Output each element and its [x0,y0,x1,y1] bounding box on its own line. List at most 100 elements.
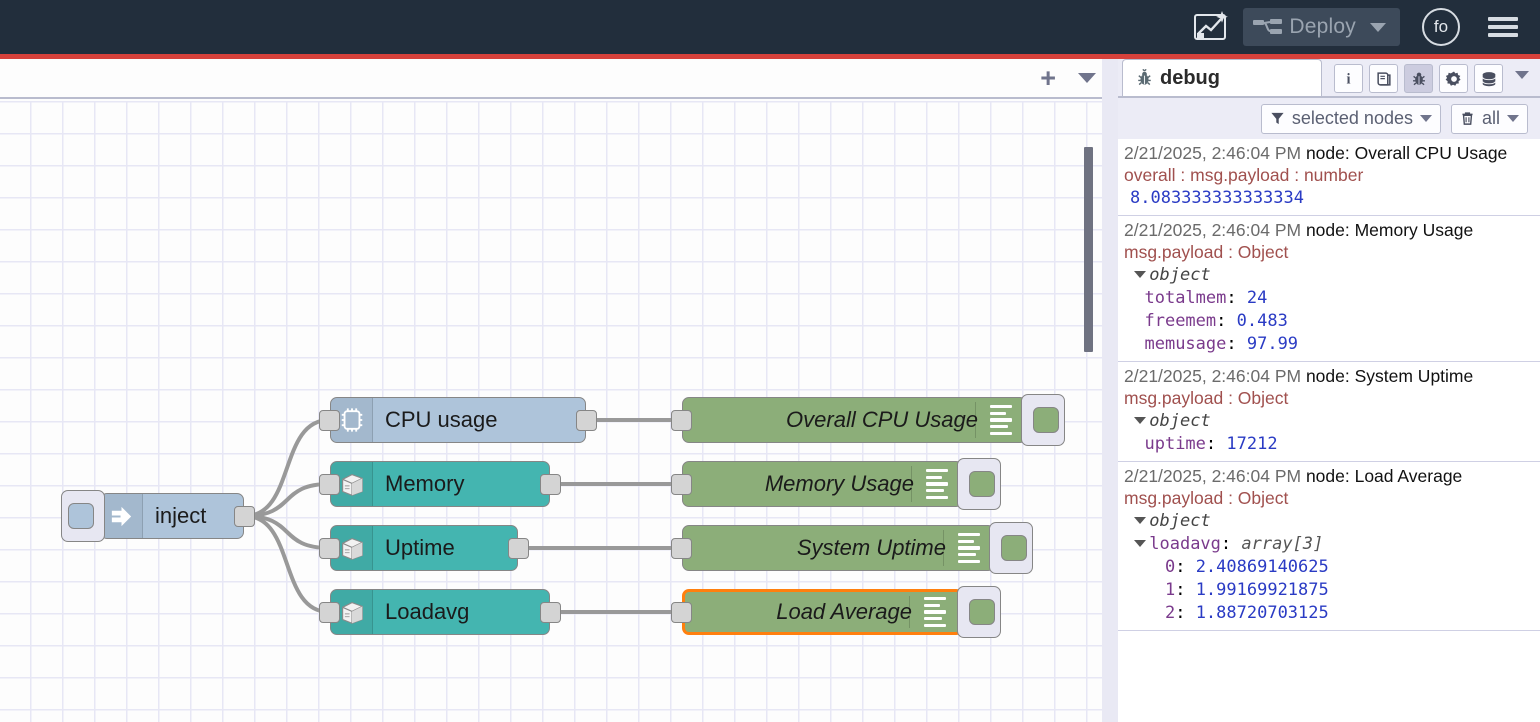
node-body[interactable]: Memory Usage [682,461,963,507]
node-label: Memory Usage [683,471,926,497]
debug-object-root[interactable]: object [1124,510,1534,533]
node-input-port[interactable] [671,474,692,495]
node-body[interactable]: Overall CPU Usage [682,397,1027,443]
debug-object-root[interactable]: object [1124,410,1534,433]
flow-node-dbg-up[interactable]: System Uptime [682,525,995,571]
debug-lines-icon [924,597,946,628]
deploy-button[interactable]: Deploy [1243,8,1400,46]
debug-toggle-button[interactable] [957,586,1001,638]
flow-node-dbg-load[interactable]: Load Average [682,589,963,635]
flow-node-loadavg[interactable]: Loadavg [330,589,550,635]
context-stack-icon[interactable] [1474,64,1503,93]
canvas-vertical-scrollbar[interactable] [1084,147,1093,352]
node-label: CPU usage [373,407,585,433]
node-output-port[interactable] [540,474,561,495]
node-output-port[interactable] [508,538,529,559]
flow-workspace: + inject CPU usageMemoryUptimeLoadavg Over… [0,59,1114,722]
bug-icon [1135,69,1154,88]
flow-node-inject[interactable]: inject [100,493,244,539]
node-input-port[interactable] [319,538,340,559]
flow-canvas[interactable]: inject CPU usageMemoryUptimeLoadavg Overal… [0,101,1114,722]
node-body[interactable]: Loadavg [330,589,550,635]
node-input-port[interactable] [319,410,340,431]
book-icon[interactable] [1369,64,1398,93]
trash-icon [1460,111,1475,126]
node-label: Uptime [373,535,517,561]
debug-lines-icon [990,405,1012,436]
info-icon[interactable]: i [1334,64,1363,93]
expand-triangle-icon[interactable] [1134,517,1146,524]
node-icon-separator [911,466,912,502]
expand-triangle-icon[interactable] [1134,540,1146,547]
debug-source-node: node: Load Average [1301,466,1462,486]
chevron-down-icon [1507,115,1519,122]
debug-message[interactable]: 2/21/2025, 2:46:04 PM node: System Uptim… [1118,362,1540,462]
debug-message[interactable]: 2/21/2025, 2:46:04 PM node: Memory Usage… [1118,216,1540,362]
expand-triangle-icon[interactable] [1134,417,1146,424]
debug-source-node: node: System Uptime [1301,366,1473,386]
flow-node-uptime[interactable]: Uptime [330,525,518,571]
debug-toggle-inner [1033,407,1059,433]
node-input-port[interactable] [671,410,692,431]
node-body[interactable]: inject [100,493,244,539]
workspace-gutter [1102,59,1118,722]
debug-message-header: 2/21/2025, 2:46:04 PM node: Memory Usage [1124,219,1534,241]
node-input-port[interactable] [319,602,340,623]
node-input-port[interactable] [319,474,340,495]
debug-panel-chevron-down-icon[interactable] [1515,71,1529,79]
flow-sparkle-icon[interactable] [1187,7,1233,47]
gear-icon[interactable] [1439,64,1468,93]
filter-label: selected nodes [1292,108,1413,129]
flow-node-dbg-mem[interactable]: Memory Usage [682,461,963,507]
debug-source-node: node: Memory Usage [1301,220,1473,240]
debug-object-row: 0: 2.40869140625 [1124,556,1534,579]
debug-topic: msg.payload : Object [1124,387,1534,410]
debug-object-row: totalmem: 24 [1124,287,1534,310]
node-body[interactable]: System Uptime [682,525,995,571]
flow-wire[interactable] [245,516,329,548]
hamburger-icon[interactable] [1488,13,1518,41]
expand-triangle-icon[interactable] [1134,271,1146,278]
avatar[interactable]: fo [1422,8,1460,46]
debug-timestamp: 2/21/2025, 2:46:04 PM [1124,366,1301,386]
node-output-port[interactable] [576,410,597,431]
bug-icon[interactable] [1404,64,1433,93]
debug-topic: msg.payload : Object [1124,241,1534,264]
node-body[interactable]: Memory [330,461,550,507]
debug-message-list[interactable]: 2/21/2025, 2:46:04 PM node: Overall CPU … [1118,139,1540,722]
node-input-port[interactable] [671,602,692,623]
debug-message-header: 2/21/2025, 2:46:04 PM node: Overall CPU … [1124,142,1534,164]
node-output-port[interactable] [540,602,561,623]
inject-trigger-button[interactable] [61,490,105,542]
node-body[interactable]: Uptime [330,525,518,571]
flow-node-dbg-cpu[interactable]: Overall CPU Usage [682,397,1027,443]
chevron-down-icon[interactable] [1370,23,1386,32]
node-output-port[interactable] [234,506,255,527]
clear-label: all [1482,108,1500,129]
debug-toggle-inner [969,599,995,625]
flow-wire[interactable] [245,484,329,516]
node-label: Memory [373,471,549,497]
node-body[interactable]: Load Average [682,589,963,635]
filter-selected-nodes-button[interactable]: selected nodes [1261,104,1441,134]
debug-lines-icon [958,533,980,564]
tab-debug[interactable]: debug [1122,59,1322,96]
debug-toggle-button[interactable] [1021,394,1065,446]
node-body[interactable]: CPU usage [330,397,586,443]
clear-all-button[interactable]: all [1451,104,1528,134]
debug-topic: msg.payload : Object [1124,487,1534,510]
debug-message[interactable]: 2/21/2025, 2:46:04 PM node: Overall CPU … [1118,139,1540,216]
flow-node-memory[interactable]: Memory [330,461,550,507]
flow-node-cpu[interactable]: CPU usage [330,397,586,443]
node-icon-separator [909,596,910,628]
add-flow-button[interactable]: + [1040,65,1056,92]
deploy-icon [1253,17,1283,37]
debug-toggle-button[interactable] [957,458,1001,510]
node-input-port[interactable] [671,538,692,559]
node-icon-separator [943,530,944,566]
debug-toggle-button[interactable] [989,522,1033,574]
flow-menu-chevron-down-icon[interactable] [1078,73,1096,83]
debug-object-root[interactable]: object [1124,264,1534,287]
debug-message[interactable]: 2/21/2025, 2:46:04 PM node: Load Average… [1118,462,1540,631]
node-label: System Uptime [683,535,958,561]
